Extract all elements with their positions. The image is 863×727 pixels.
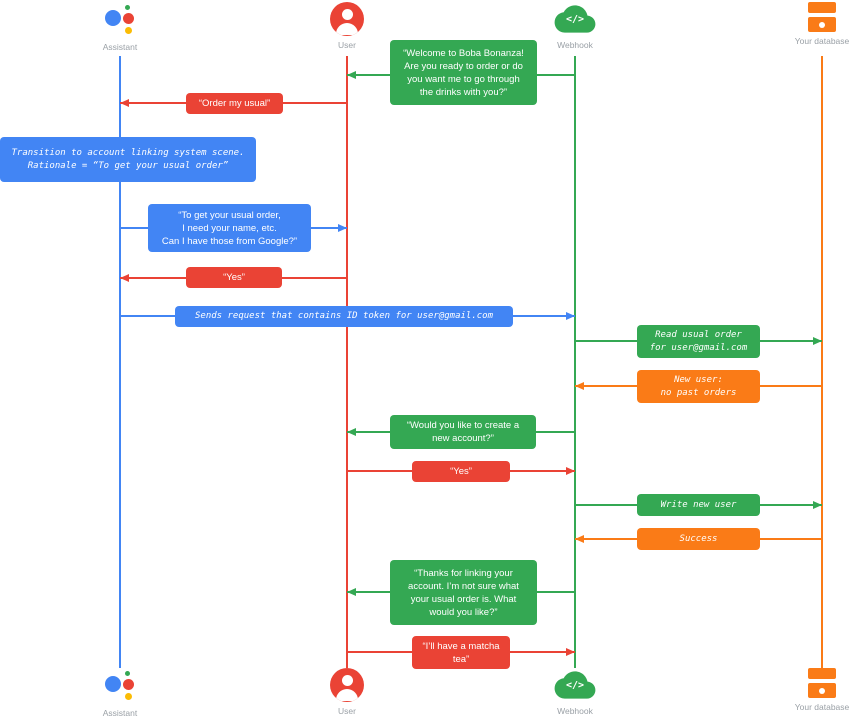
message-bubble: Read usual order for user@gmail.com xyxy=(637,325,760,358)
arrowhead-right xyxy=(566,312,575,320)
arrowhead-left xyxy=(347,428,356,436)
arrowhead-right xyxy=(566,648,575,656)
user-label: User xyxy=(338,706,356,716)
actor-database-bottom: Your database xyxy=(782,668,862,712)
message-bubble: Sends request that contains ID token for… xyxy=(175,306,513,327)
user-head-shape xyxy=(341,675,353,686)
assistant-red-dot xyxy=(123,679,134,690)
arrowhead-left xyxy=(347,71,356,79)
webhook-label: Webhook xyxy=(557,706,593,716)
actor-user-top: User xyxy=(307,2,387,50)
user-body-shape xyxy=(336,23,358,35)
arrowhead-left xyxy=(120,274,129,282)
message-bubble: “I’ll have a matcha tea” xyxy=(412,636,510,669)
note-bubble: Transition to account linking system sce… xyxy=(0,137,256,182)
database-lifeline xyxy=(821,56,823,668)
message-bubble: “Yes” xyxy=(412,461,510,482)
webhook-label: Webhook xyxy=(557,40,593,50)
actor-assistant-top: Assistant xyxy=(80,2,160,52)
database-icon xyxy=(808,668,836,698)
database-icon xyxy=(808,2,836,32)
message-bubble: New user: no past orders xyxy=(637,370,760,403)
arrowhead-right xyxy=(566,467,575,475)
arrowhead-right xyxy=(813,501,822,509)
assistant-logo-icon xyxy=(103,668,137,704)
assistant-red-dot xyxy=(123,13,134,24)
user-body-shape xyxy=(336,689,358,701)
assistant-blue-dot xyxy=(105,676,121,692)
assistant-yellow-dot xyxy=(125,693,132,700)
assistant-lifeline xyxy=(119,56,121,668)
assistant-green-dot xyxy=(125,671,130,676)
database-dot xyxy=(819,21,825,28)
arrowhead-right xyxy=(338,224,347,232)
message-bubble: Write new user xyxy=(637,494,760,516)
arrowhead-left xyxy=(575,535,584,543)
assistant-label: Assistant xyxy=(102,708,138,718)
message-bubble: “Yes” xyxy=(186,267,282,288)
arrowhead-left xyxy=(347,588,356,596)
actor-webhook-bottom: </> Webhook xyxy=(535,668,615,716)
actor-database-top: Your database xyxy=(782,2,862,46)
message-bubble: “Would you like to create a new account?… xyxy=(390,415,536,449)
database-label: Your database xyxy=(794,702,850,712)
webhook-lifeline xyxy=(574,56,576,668)
database-dot xyxy=(819,687,825,694)
code-glyph: </> xyxy=(565,680,585,691)
message-bubble: “Thanks for linking your account. I’m no… xyxy=(390,560,537,625)
actor-webhook-top: </> Webhook xyxy=(535,2,615,50)
database-top-bar xyxy=(808,2,836,13)
arrowhead-right xyxy=(813,337,822,345)
arrowhead-left xyxy=(575,382,584,390)
user-head-shape xyxy=(341,9,353,20)
assistant-label: Assistant xyxy=(102,42,138,52)
user-lifeline xyxy=(346,56,348,668)
assistant-logo-icon xyxy=(103,2,137,38)
message-bubble: “Order my usual” xyxy=(186,93,283,114)
assistant-green-dot xyxy=(125,5,130,10)
database-label: Your database xyxy=(794,36,850,46)
user-label: User xyxy=(338,40,356,50)
assistant-blue-dot xyxy=(105,10,121,26)
database-top-bar xyxy=(808,668,836,679)
message-bubble: Success xyxy=(637,528,760,550)
webhook-cloud-icon: </> xyxy=(551,2,599,36)
user-icon xyxy=(330,668,364,702)
code-glyph: </> xyxy=(565,14,585,25)
arrowhead-left xyxy=(120,99,129,107)
actor-user-bottom: User xyxy=(307,668,387,716)
user-icon xyxy=(330,2,364,36)
actor-assistant-bottom: Assistant xyxy=(80,668,160,718)
webhook-cloud-icon: </> xyxy=(551,668,599,702)
message-bubble: “Welcome to Boba Bonanza! Are you ready … xyxy=(390,40,537,105)
assistant-yellow-dot xyxy=(125,27,132,34)
message-bubble: “To get your usual order, I need your na… xyxy=(148,204,311,252)
